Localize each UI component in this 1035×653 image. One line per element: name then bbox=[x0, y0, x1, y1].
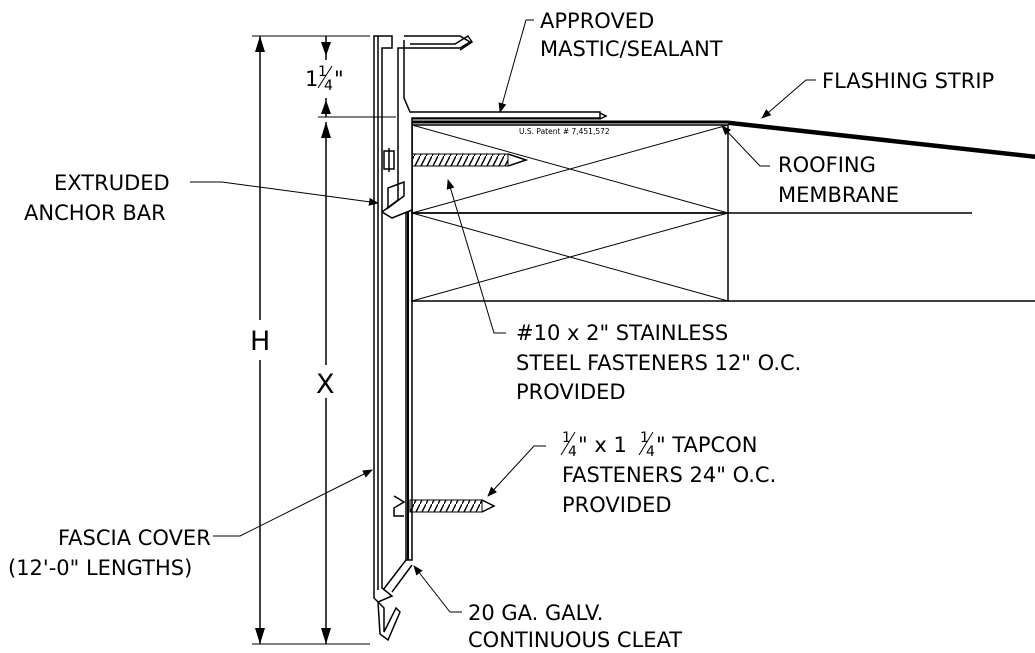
dimension-top: 1 1 4 " bbox=[305, 36, 344, 117]
dimension-x: X bbox=[316, 116, 396, 644]
label-roofing-1: ROOFING bbox=[778, 153, 876, 177]
dim-top-frac-num: 1 bbox=[318, 64, 327, 80]
extruded-anchor-bar bbox=[380, 35, 601, 219]
tapcon-fastener bbox=[393, 495, 496, 517]
dim-h-label: H bbox=[250, 326, 270, 357]
label-fascia-2: (12'-0" LENGTHS) bbox=[8, 556, 192, 580]
tapcon-frac2-den: 4 bbox=[646, 444, 655, 460]
dim-x-label: X bbox=[316, 369, 335, 400]
leader-cleat bbox=[413, 565, 462, 613]
label-tapcon-2: FASTENERS 24" O.C. bbox=[562, 463, 776, 487]
flashing-strip bbox=[727, 123, 1035, 159]
leader-extruded bbox=[190, 181, 379, 206]
label-extruded-1: EXTRUDED bbox=[54, 171, 170, 195]
tapcon-line1-end: " TAPCON bbox=[656, 433, 757, 457]
dim-top-frac-den: 4 bbox=[324, 78, 333, 94]
label-flashing: FLASHING STRIP bbox=[822, 69, 994, 93]
label-stainless-2: STEEL FASTENERS 12" O.C. bbox=[516, 351, 801, 375]
leader-tapcon bbox=[487, 445, 546, 497]
leader-fascia bbox=[213, 469, 373, 537]
label-approved-2: MASTIC/SEALANT bbox=[540, 37, 723, 61]
wood-nailer-upper bbox=[411, 124, 729, 214]
label-tapcon-3: PROVIDED bbox=[562, 493, 672, 517]
label-cleat-2: CONTINUOUS CLEAT bbox=[468, 628, 682, 652]
patent-text: U.S. Patent # 7,451,572 bbox=[519, 127, 610, 136]
label-stainless-1: #10 x 2" STAINLESS bbox=[516, 321, 728, 345]
label-extruded-2: ANCHOR BAR bbox=[24, 201, 166, 225]
fascia-cover bbox=[373, 35, 401, 642]
tapcon-frac1-den: 4 bbox=[568, 444, 577, 460]
tapcon-frac1-num: 1 bbox=[562, 430, 571, 446]
leader-roofing bbox=[721, 125, 770, 167]
dim-top-whole: 1 bbox=[305, 67, 318, 91]
label-approved-1: APPROVED bbox=[540, 9, 654, 33]
dimension-h: H bbox=[250, 35, 370, 645]
leader-flashing bbox=[761, 79, 816, 119]
label-stainless-3: PROVIDED bbox=[516, 380, 626, 404]
tapcon-line1-mid: " x 1 bbox=[578, 433, 627, 457]
dim-top-unit: " bbox=[334, 67, 344, 91]
tapcon-frac2-num: 1 bbox=[640, 430, 649, 446]
label-fascia-1: FASCIA COVER bbox=[58, 526, 211, 550]
wood-nailer-lower bbox=[411, 212, 729, 302]
leader-approved bbox=[498, 19, 534, 113]
label-tapcon-1: 1 4 " x 1 1 4 " TAPCON bbox=[560, 430, 757, 460]
leader-stainless bbox=[446, 179, 506, 334]
stainless-fastener bbox=[383, 148, 529, 172]
label-cleat-1: 20 GA. GALV. bbox=[468, 601, 603, 625]
label-roofing-2: MEMBRANE bbox=[778, 183, 899, 207]
